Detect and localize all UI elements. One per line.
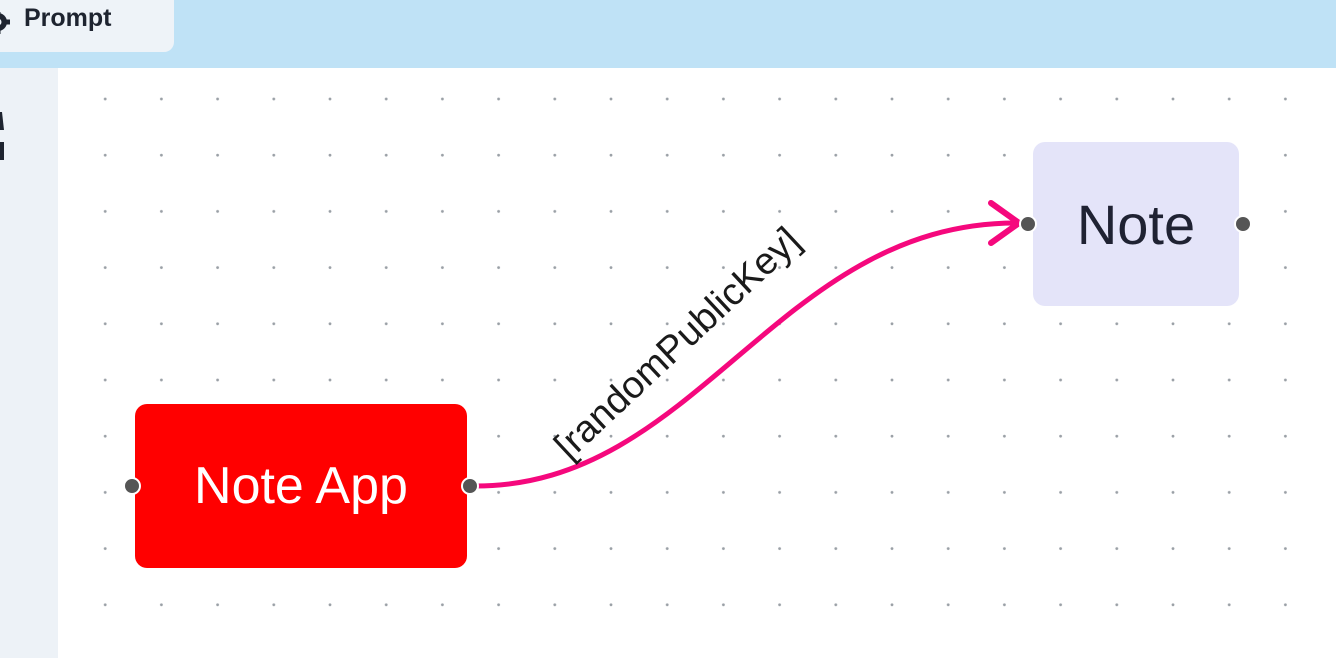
top-toolbar: Prompt [0, 0, 1336, 68]
left-sidebar [0, 68, 58, 658]
prompt-tab[interactable]: Prompt [0, 0, 174, 52]
node-note-input-handle[interactable] [1019, 215, 1037, 233]
node-note-app-output-handle[interactable] [461, 477, 479, 495]
node-note-output-handle[interactable] [1234, 215, 1252, 233]
node-tool-icon[interactable] [0, 108, 8, 164]
node-note-app-input-handle[interactable] [123, 477, 141, 495]
prompt-tab-label: Prompt [24, 3, 112, 32]
node-label: Note App [194, 457, 408, 515]
node-note-app[interactable]: Note App [135, 404, 467, 568]
node-label: Note [1076, 192, 1196, 256]
graph-canvas[interactable]: [randomPublicKey] Note App Note [58, 68, 1336, 658]
gear-icon [0, 12, 14, 40]
node-note[interactable]: Note [1033, 142, 1239, 306]
